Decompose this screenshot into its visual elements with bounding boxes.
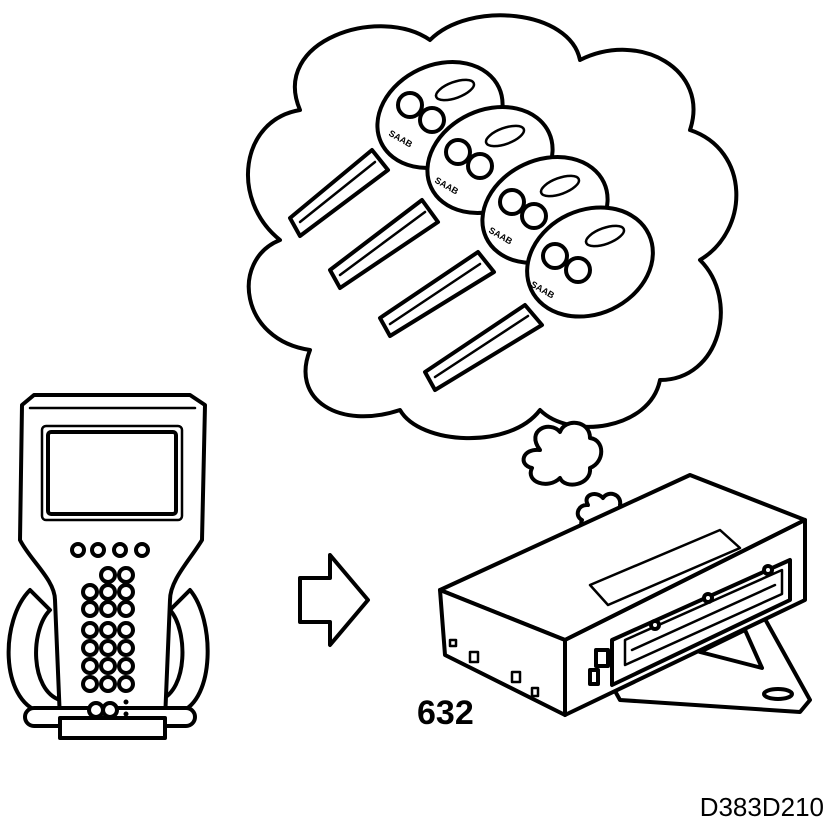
tester-keypad: [81, 566, 135, 719]
figure-code-label: D383D210: [699, 792, 824, 822]
diagnostic-tester: [6, 393, 210, 740]
arrow-right-icon: [298, 553, 370, 647]
module-connector: [610, 558, 792, 687]
key-4: SAAB: [423, 205, 655, 392]
tester-screen: [46, 430, 178, 516]
part-number-label: 632: [417, 694, 474, 732]
control-module: [438, 473, 812, 717]
thought-puff-large: [521, 421, 604, 487]
tester-handle: [6, 588, 62, 714]
